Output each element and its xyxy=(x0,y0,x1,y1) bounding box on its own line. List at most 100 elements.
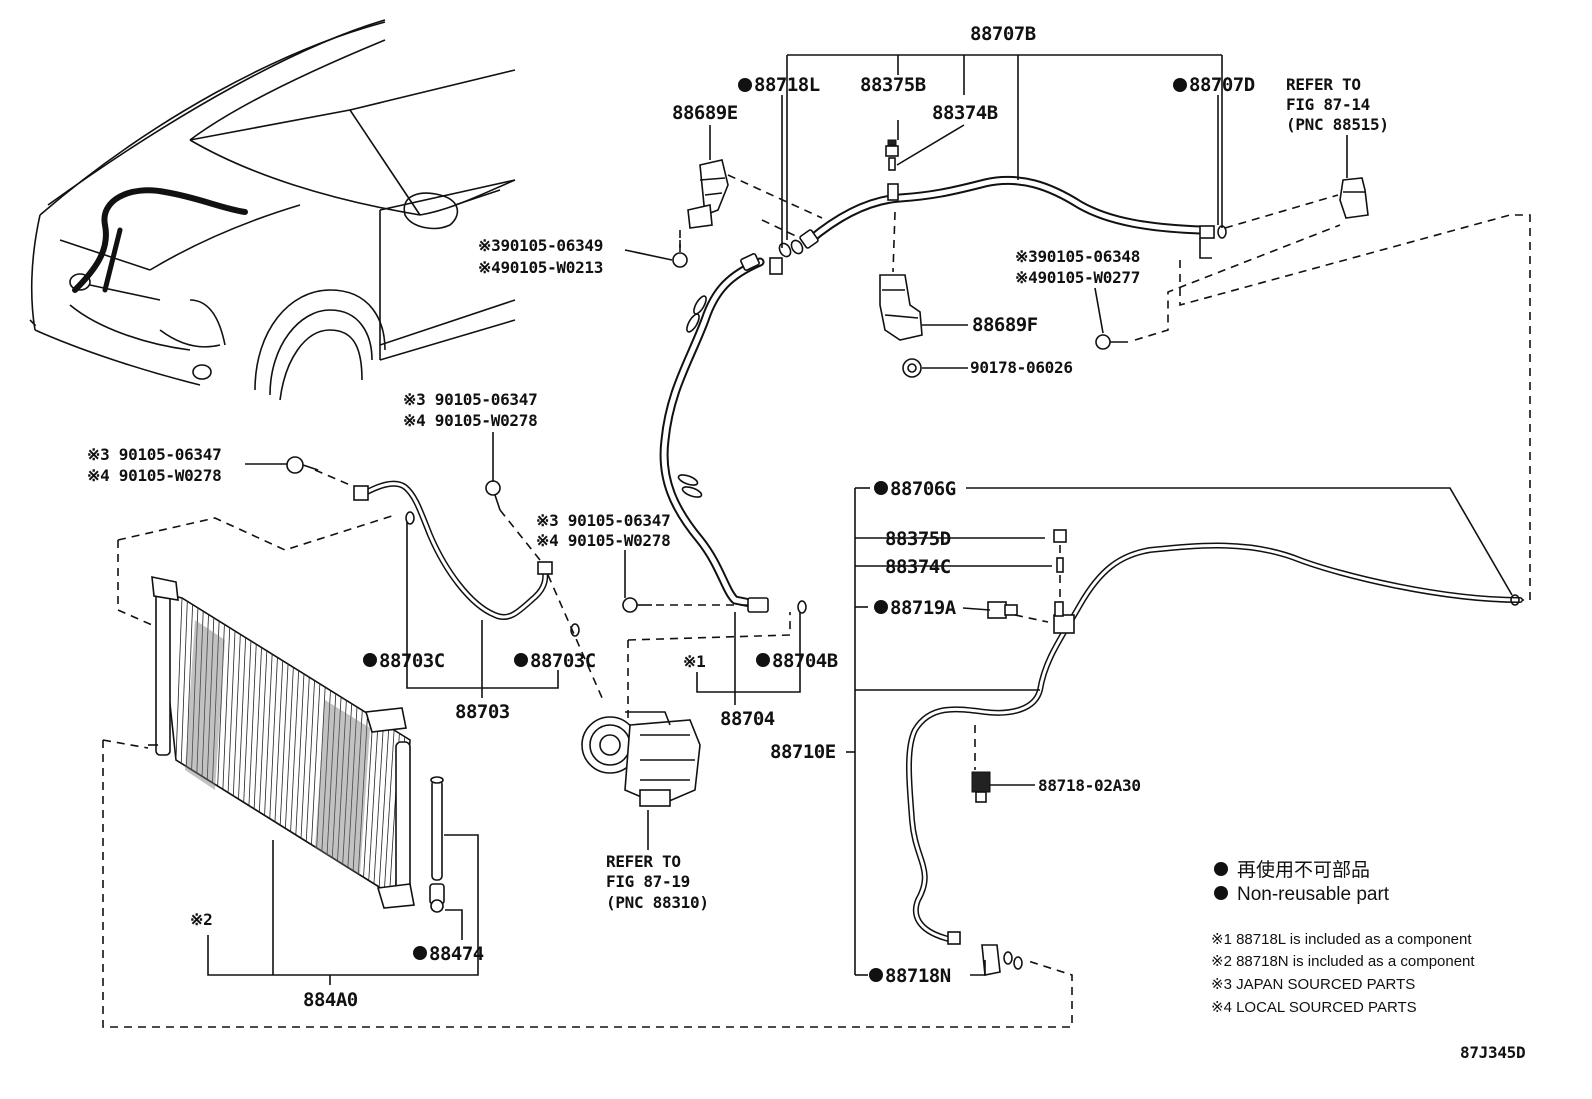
condenser-fin-line xyxy=(201,614,209,777)
condenser-fin-line xyxy=(217,624,225,787)
dot-88707D xyxy=(1173,78,1187,92)
condenser-fin-line xyxy=(305,680,315,842)
condenser-fin-line xyxy=(191,607,199,770)
label-bolt-90105-06348: ※390105-06348 xyxy=(1015,247,1140,266)
non-reusable-markers xyxy=(363,78,1228,982)
condenser-fin-line xyxy=(383,730,395,891)
refer-to-88515-line1: REFER TO xyxy=(1286,75,1361,94)
dot-88474 xyxy=(413,946,427,960)
refer-to-88515-line2: FIG 87-14 xyxy=(1286,95,1370,114)
liquid-tube-88703-drawing xyxy=(353,480,580,637)
tube-88710E-drawing xyxy=(906,529,1523,976)
label-bolt-left-a: ※3 90105-06347 xyxy=(87,445,221,464)
label-bolt-90105-W0277: ※490105-W0277 xyxy=(1015,268,1140,287)
label-note-2: ※2 xyxy=(190,910,212,929)
condenser-fin-line xyxy=(253,647,262,809)
label-bolt-mid-a: ※3 90105-06347 xyxy=(536,511,670,530)
label-bolt-top-a: ※3 90105-06347 xyxy=(403,390,537,409)
label-88703C-a: 88703C xyxy=(379,650,445,672)
dot-88703C-a xyxy=(363,653,377,667)
compressor-drawing xyxy=(581,711,701,807)
label-bolt-mid-b: ※4 90105-W0278 xyxy=(536,531,670,550)
label-note-1: ※1 xyxy=(683,652,705,671)
condenser-fin-line xyxy=(378,726,390,888)
label-88710E: 88710E xyxy=(770,741,836,763)
condenser-fin-line xyxy=(316,687,326,848)
label-88706G: 88706G xyxy=(890,478,956,500)
condenser-fin-line xyxy=(321,690,331,852)
condenser-fin-line xyxy=(363,716,374,878)
label-90178-06026: 90178-06026 xyxy=(970,358,1073,377)
note-line-4: ※4 LOCAL SOURCED PARTS xyxy=(1211,999,1417,1016)
dot-88706G xyxy=(874,481,888,495)
label-bolt-90105-06349: ※390105-06349 xyxy=(478,236,603,255)
legend-dot-jp xyxy=(1214,862,1228,876)
part-labels: 88707B 88718L 88375B 88374B 88707D REFER… xyxy=(87,23,1526,1062)
condenser-fin-line xyxy=(274,660,284,822)
suction-hose-88704-drawing xyxy=(659,253,807,614)
label-bolt-90105-W0213: ※490105-W0213 xyxy=(478,258,603,277)
label-884A0: 884A0 xyxy=(303,989,358,1011)
condenser-fin-line xyxy=(227,631,236,793)
dot-88719A xyxy=(874,600,888,614)
legend: 再使用不可部品 Non-reusable part ※1 88718L is i… xyxy=(1211,859,1475,1016)
figure-id: 87J345D xyxy=(1460,1043,1525,1062)
bracket-88689F-drawing xyxy=(879,274,923,378)
refer-to-88310-line1: REFER TO xyxy=(606,852,681,871)
label-88374B: 88374B xyxy=(932,102,998,124)
label-bolt-left-b: ※4 90105-W0278 xyxy=(87,466,221,485)
condenser-fin-line xyxy=(232,634,241,796)
label-88718-02A30: 88718-02A30 xyxy=(1038,776,1141,795)
dot-88718L xyxy=(738,78,752,92)
vehicle-illustration xyxy=(29,19,516,401)
discharge-hose-88707B-drawing xyxy=(778,139,1227,259)
condenser-fin-line xyxy=(258,650,268,813)
label-88707D: 88707D xyxy=(1189,74,1255,96)
bracket-88689E-drawing xyxy=(672,159,729,268)
condenser-fin-line xyxy=(196,611,204,774)
condenser-fin-line xyxy=(284,667,294,829)
label-88718N: 88718N xyxy=(885,965,951,987)
dot-88718N xyxy=(869,968,883,982)
refer-to-88310-line2: FIG 87-19 xyxy=(606,872,690,891)
condenser-fin-line xyxy=(222,627,231,790)
condenser-fin-line xyxy=(352,710,363,871)
label-88375B: 88375B xyxy=(860,74,926,96)
note-line-3: ※3 JAPAN SOURCED PARTS xyxy=(1211,976,1415,993)
condenser-fin-line xyxy=(180,601,188,764)
label-88374C: 88374C xyxy=(885,556,951,578)
condenser-fin-line xyxy=(279,664,289,826)
condenser-fin-line xyxy=(290,670,300,832)
refer-to-88310-line3: (PNC 88310) xyxy=(606,893,709,912)
condenser-fin-line xyxy=(311,683,321,845)
condenser-fin-line xyxy=(264,654,273,816)
note-line-1: ※1 88718L is included as a component xyxy=(1211,931,1472,948)
condenser-fin-line xyxy=(175,597,183,761)
condenser-fin-line xyxy=(238,637,247,800)
condenser-fin-line xyxy=(337,700,347,861)
leader-lines xyxy=(207,54,1513,985)
label-88689E: 88689E xyxy=(672,102,738,124)
label-88703: 88703 xyxy=(455,701,510,723)
note-line-2: ※2 88718N is included as a component xyxy=(1211,953,1475,970)
condenser-fin-line xyxy=(347,706,358,868)
condenser-fin-line xyxy=(269,657,278,819)
condenser-fin-line xyxy=(331,697,342,858)
condenser-fin-line xyxy=(326,693,337,855)
label-88718L: 88718L xyxy=(754,74,820,96)
dot-88704B xyxy=(756,653,770,667)
label-88719A: 88719A xyxy=(890,597,957,619)
condenser-fin-line xyxy=(342,703,353,865)
condenser-fin-line xyxy=(295,673,305,835)
dashed-connection-lines xyxy=(102,174,1531,1028)
condenser-fin-line xyxy=(368,720,379,881)
refer-to-88515-line3: (PNC 88515) xyxy=(1286,115,1389,134)
label-88707B: 88707B xyxy=(970,23,1036,45)
condenser-fin-line xyxy=(186,604,194,767)
legend-dot-en xyxy=(1214,886,1228,900)
label-88703C-b: 88703C xyxy=(530,650,596,672)
condenser-fin-line xyxy=(300,677,310,839)
label-88474: 88474 xyxy=(429,943,484,965)
condenser-fin-line xyxy=(248,644,257,806)
